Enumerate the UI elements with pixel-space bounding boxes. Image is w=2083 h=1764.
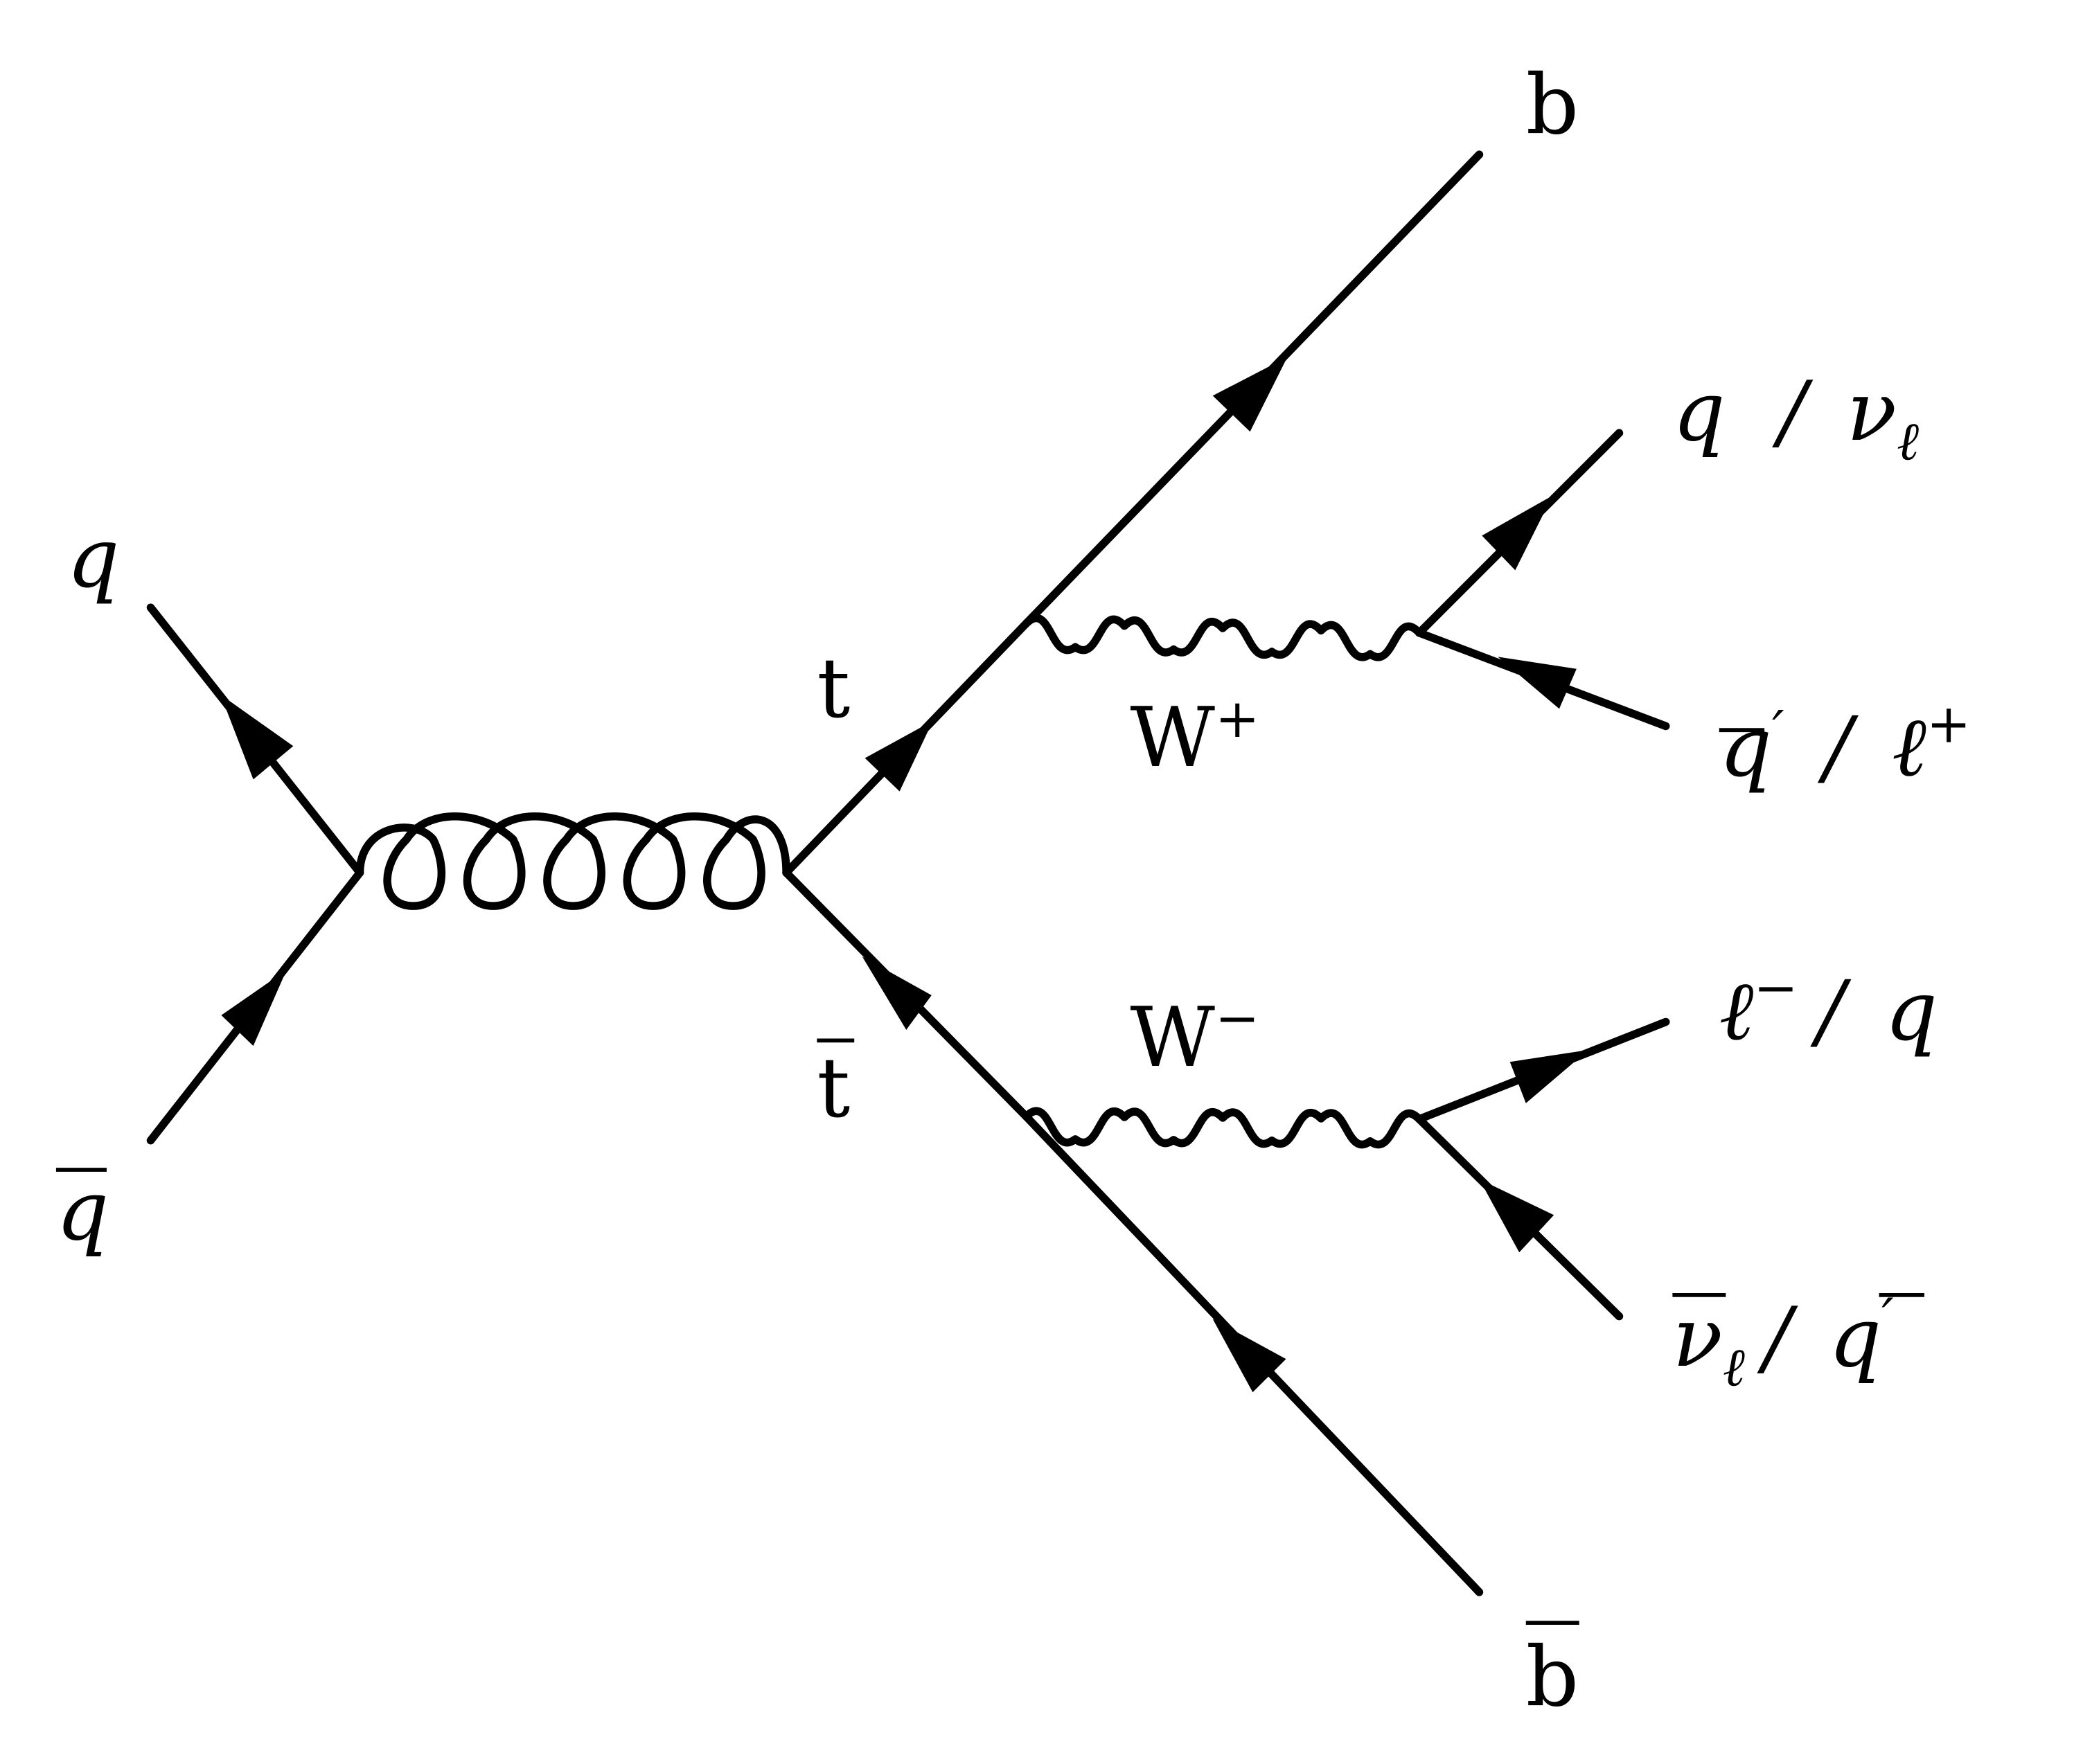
arrow-icon (862, 956, 932, 1031)
w-plus-propagator (1022, 614, 1424, 661)
label-w-plus-lower-text: q′ / ℓ+ (1719, 694, 1971, 796)
label-tbar-text: t (817, 1040, 850, 1137)
w-minus-lower-sep: / (1757, 1290, 1798, 1386)
arrow-icon (1498, 657, 1577, 709)
w-plus-upper-b: ν (1847, 364, 1897, 460)
arrow-icon (1479, 1179, 1554, 1253)
w-minus-upper-a-sup: − (1753, 957, 1798, 1019)
w-minus-base: W (1130, 990, 1215, 1086)
arrow-icon (1509, 1049, 1589, 1103)
w-plus-charge: + (1215, 688, 1259, 750)
label-w-minus-lower: νℓ/ q′ (1672, 1288, 1924, 1399)
w-minus-propagator (1022, 1107, 1424, 1149)
w-plus-lower-b: ℓ (1892, 700, 1926, 796)
label-w-minus: W− (1130, 988, 1259, 1086)
label-tbar: t (817, 1038, 855, 1137)
w-minus-lower-prime: ′ (1881, 1288, 1893, 1349)
label-w-plus-upper: q / νℓ (1672, 364, 1919, 473)
arrow-icon (1212, 1319, 1286, 1393)
top-line (782, 619, 1031, 877)
label-w-minus-lower-text: νℓ/ q′ (1672, 1288, 1893, 1398)
w-plus-lower-sep: / (1817, 700, 1859, 796)
w-minus-lower-b: q (1829, 1290, 1881, 1386)
arrow-icon (224, 700, 294, 780)
label-qbar-text: q (56, 1163, 109, 1259)
w-minus-charge: − (1215, 988, 1259, 1050)
gluon-propagator (355, 812, 790, 910)
arrow-icon (221, 970, 287, 1046)
arrow-icon (1482, 495, 1553, 571)
w-minus-upper-b: q (1885, 963, 1938, 1059)
w-plus-base: W (1130, 690, 1215, 786)
w-plus-lower-a: q (1719, 700, 1772, 796)
label-w-plus-lower: q′ / ℓ+ (1719, 694, 1971, 796)
w-plus-upper-b-sub: ℓ (1897, 411, 1919, 473)
w-minus-lower-a-sub: ℓ (1723, 1337, 1745, 1399)
b-line (1022, 150, 1484, 628)
w-minus-upper-a: ℓ (1719, 963, 1754, 1059)
w-plus-upper-sep: / (1772, 364, 1814, 460)
antitop-line (782, 868, 1031, 1121)
arrow-icon (865, 720, 933, 792)
w-minus-lower-a: ν (1672, 1290, 1723, 1386)
w-plus-lower-line (1415, 628, 1670, 731)
label-w-minus-upper: ℓ−/ q (1719, 957, 1938, 1059)
w-minus-upper-line (1415, 1017, 1670, 1123)
label-w-plus: W+ (1130, 688, 1259, 786)
quark-line (146, 603, 364, 877)
w-plus-upper-a: q (1672, 364, 1725, 460)
label-bbar: b (1526, 1621, 1579, 1725)
bbar-line (1022, 1112, 1484, 1596)
label-t: t (817, 641, 850, 737)
label-b: b (1526, 57, 1579, 153)
arrow-icon (1212, 357, 1288, 432)
w-minus-lower-line (1415, 1115, 1624, 1321)
label-q: q (67, 510, 119, 606)
w-minus-upper-sep: / (1810, 963, 1852, 1059)
antiquark-line (146, 868, 364, 1145)
w-plus-upper-line (1415, 429, 1624, 637)
label-bbar-text: b (1526, 1629, 1579, 1725)
label-qbar: q (55, 1163, 109, 1259)
w-plus-lower-prime: ′ (1772, 700, 1784, 762)
w-plus-lower-b-sup: + (1926, 694, 1971, 756)
